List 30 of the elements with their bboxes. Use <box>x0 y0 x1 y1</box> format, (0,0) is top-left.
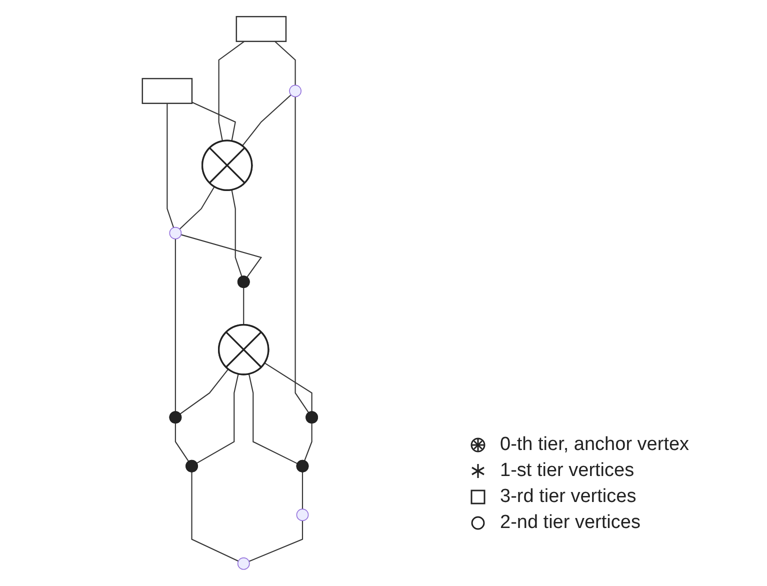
connector <box>231 190 242 277</box>
connector <box>174 423 189 462</box>
connector <box>196 374 239 464</box>
connector <box>294 96 310 413</box>
connector <box>242 94 292 146</box>
connector <box>191 472 239 562</box>
legend-text: 1-st tier vertices <box>500 460 634 482</box>
node-box <box>236 16 287 42</box>
node-box <box>142 78 193 104</box>
legend-text: 0-th tier, anchor vertex <box>500 434 690 456</box>
connector <box>264 362 312 412</box>
connector <box>302 472 304 510</box>
connector <box>192 102 236 142</box>
legend-text: 3-rd tier vertices <box>500 486 636 508</box>
connector <box>174 238 176 412</box>
connector <box>243 288 244 325</box>
connector <box>180 234 262 278</box>
node-circle <box>169 226 182 240</box>
connector <box>218 40 245 142</box>
connector <box>179 186 215 230</box>
node-circle <box>296 508 309 522</box>
connector <box>304 423 312 461</box>
node-circle <box>289 84 302 98</box>
legend-text: 2-nd tier vertices <box>500 512 640 534</box>
connector <box>274 41 296 86</box>
connector <box>166 103 174 228</box>
connector <box>180 368 229 414</box>
connector <box>248 374 298 464</box>
node-circle <box>237 557 250 570</box>
connector <box>248 520 304 562</box>
